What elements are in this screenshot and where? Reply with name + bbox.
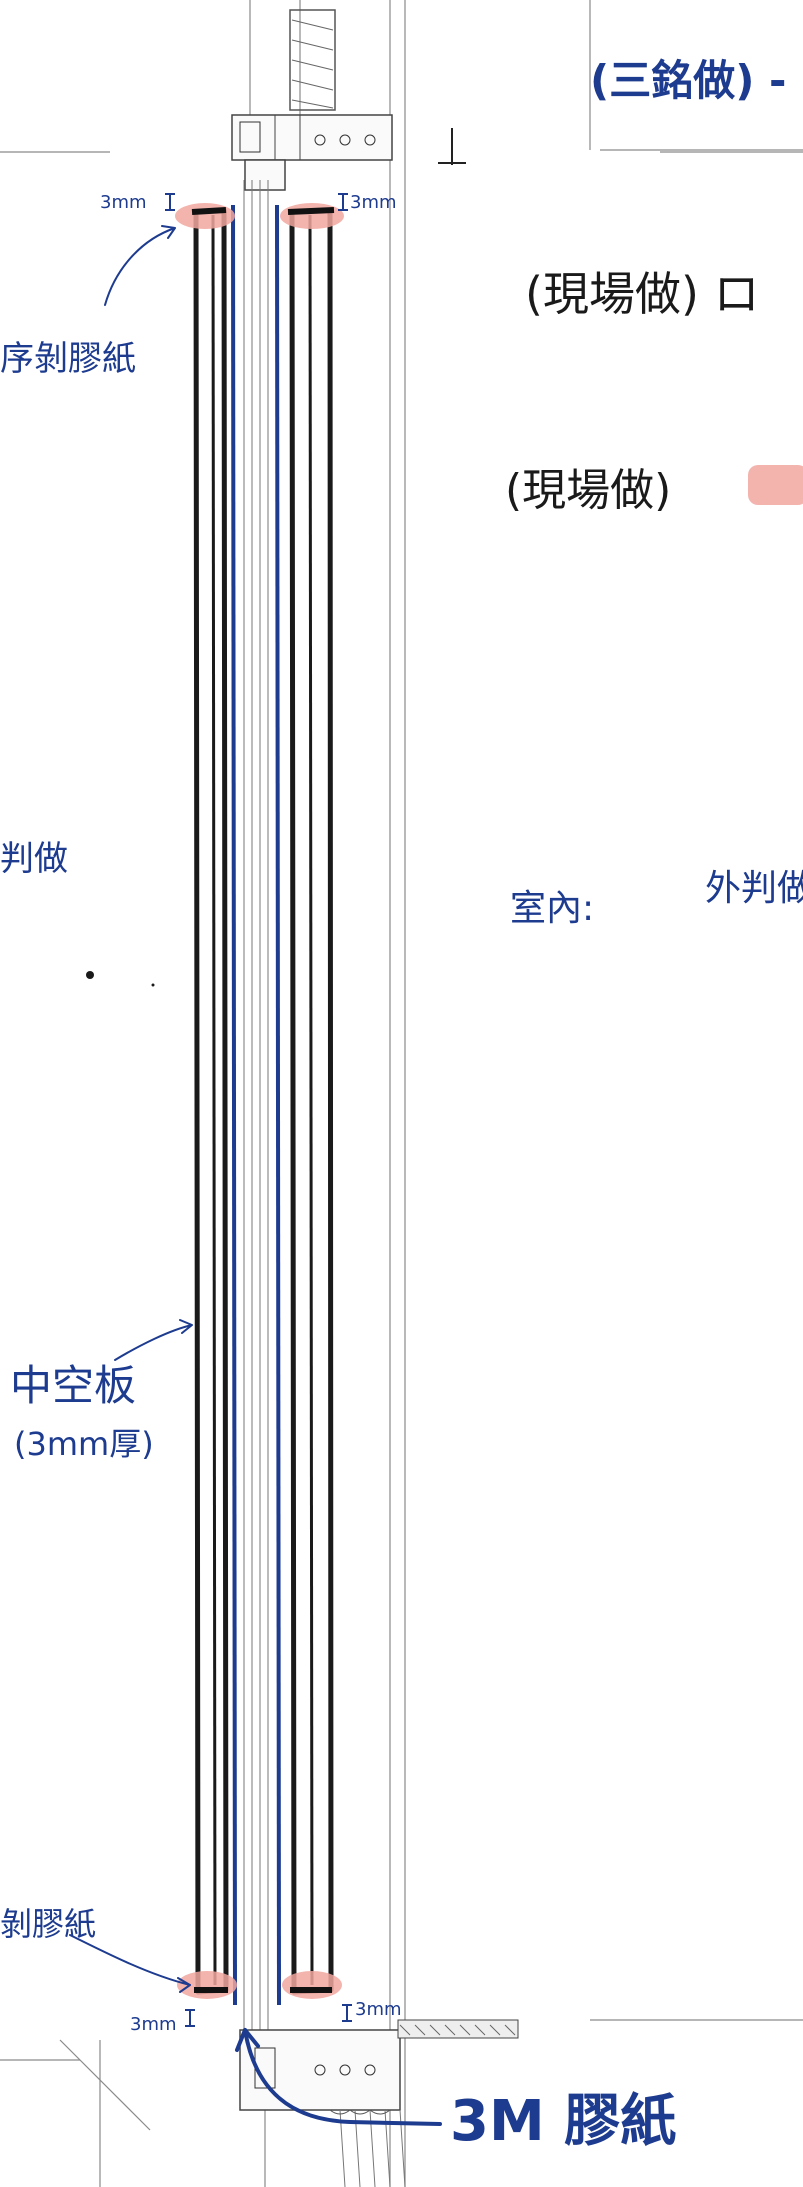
left-bottom-callout: 剝膠紙 [0, 1905, 96, 1943]
outer-panel-left-frame [193, 207, 229, 1995]
tape-3m-leader [235, 2028, 442, 2126]
tape-3m-label: 3M 膠紙 [450, 2089, 676, 2154]
dim-bottom-right: 3mm [355, 1999, 402, 2020]
dimension-ticks [165, 193, 352, 2027]
arrow-bottom-left [69, 1934, 191, 1993]
left-mid-fragment: 判做 [0, 839, 68, 879]
highlight-right-marker [748, 465, 803, 505]
panel-caps [191, 207, 335, 1993]
arrow-top-left [104, 225, 176, 306]
dim-top-left: 3mm [100, 192, 147, 213]
hollow-board-label: 中空板 [10, 1361, 136, 1410]
top-frame-detail [231, 9, 466, 191]
dim-bottom-left: 3mm [130, 2014, 177, 2035]
highlight-top-left [175, 203, 235, 229]
callout-arrows [69, 225, 193, 1993]
left-top-callout: 序剝膠紙 [0, 339, 136, 379]
onsite-label-1: (現場做) ロ [525, 267, 760, 321]
onsite-label-2: (現場做) [505, 465, 671, 516]
hollow-board-thickness: (3mm厚) [14, 1425, 154, 1463]
outer-fragment: 外判做 [705, 868, 803, 909]
highlight-top-right [280, 203, 344, 229]
glazing-lines [231, 180, 281, 2030]
marks [86, 971, 155, 987]
dim-top-right: 3mm [350, 192, 397, 213]
panel-frames [193, 207, 334, 1995]
highlight-bottom-right [282, 1971, 342, 1999]
top-right-header: (三銘做) - [590, 56, 786, 105]
corner-highlights [175, 203, 803, 1999]
bottom-frame-detail [239, 2019, 519, 2187]
arrow-hollow-board [114, 1319, 193, 1361]
indoor-label: 室內: [510, 888, 594, 929]
